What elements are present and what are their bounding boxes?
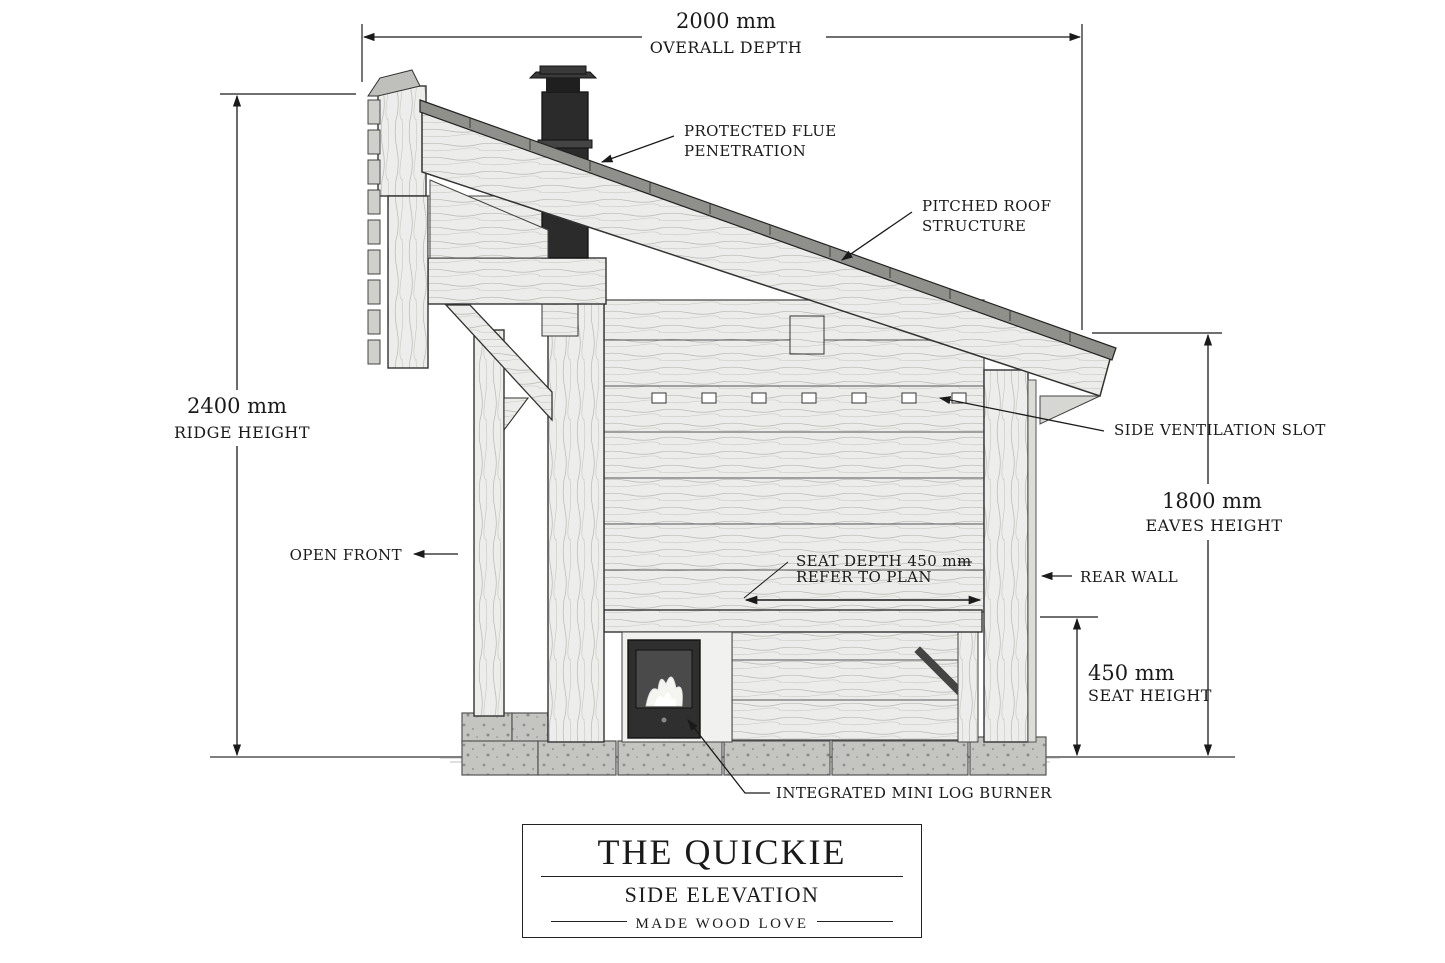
overall-depth-label: OVERALL DEPTH	[650, 38, 802, 57]
eaves-height-dimension: 1800 mm EAVES HEIGHT	[1092, 332, 1282, 757]
seat-height-value: 450 mm	[1088, 661, 1175, 685]
rear-wall-label: REAR WALL	[1080, 568, 1178, 586]
under-seat-panel	[731, 629, 979, 743]
eaves-height-value: 1800 mm	[1162, 489, 1262, 513]
roof-rafter	[419, 99, 1117, 425]
title-divider	[541, 876, 903, 877]
wall-plate-beam	[427, 257, 607, 305]
front-brace	[444, 304, 553, 432]
title-block: THE QUICKIE SIDE ELEVATION MADE WOOD LOV…	[522, 824, 922, 938]
stone-plinths	[461, 712, 1047, 776]
log-burner-label: INTEGRATED MINI LOG BURNER	[776, 784, 1052, 802]
open-front-label: OPEN FRONT	[290, 546, 402, 564]
roof-callout-line2: STRUCTURE	[922, 217, 1026, 235]
roof-callout: PITCHED ROOF STRUCTURE	[841, 197, 1051, 261]
front-post	[473, 329, 505, 717]
seat-depth-callout: SEAT DEPTH 450 mm REFER TO PLAN	[743, 552, 982, 605]
rear-post	[983, 369, 1037, 743]
ridge-height-dimension: 2400 mm RIDGE HEIGHT	[174, 93, 356, 757]
tagline-rule-right	[817, 921, 893, 922]
roof-callout-line1: PITCHED ROOF	[922, 197, 1051, 215]
seat-board	[603, 609, 983, 633]
flue-callout: PROTECTED FLUE PENETRATION	[600, 122, 837, 163]
log-burner	[621, 631, 733, 743]
drawing-title: THE QUICKIE	[597, 832, 847, 872]
seat-depth-line2: REFER TO PLAN	[796, 568, 932, 586]
tagline-row: MADE WOOD LOVE	[523, 913, 921, 933]
ridge-height-value: 2400 mm	[187, 394, 287, 418]
ventilation-slots	[651, 392, 967, 404]
tagline-rule-left	[551, 921, 627, 922]
ventilation-callout-label: SIDE VENTILATION SLOT	[1114, 421, 1326, 439]
seat-depth-line1: SEAT DEPTH 450 mm	[796, 552, 972, 570]
open-front-callout: OPEN FRONT	[290, 546, 458, 564]
log-burner-callout: INTEGRATED MINI LOG BURNER	[687, 719, 1052, 802]
overall-depth-dimension: 2000 mm OVERALL DEPTH	[361, 9, 1083, 330]
flue-callout-line2: PENETRATION	[684, 142, 806, 160]
ventilation-callout: SIDE VENTILATION SLOT	[938, 396, 1326, 439]
seat-height-dimension: 450 mm SEAT HEIGHT	[1040, 616, 1212, 757]
flue-callout-line1: PROTECTED FLUE	[684, 122, 837, 140]
rear-wall-callout: REAR WALL	[1040, 568, 1178, 586]
ridge-height-label: RIDGE HEIGHT	[174, 423, 310, 442]
drawing-tagline: MADE WOOD LOVE	[635, 916, 809, 932]
mid-post	[541, 301, 605, 743]
eaves-height-label: EAVES HEIGHT	[1145, 516, 1282, 535]
seat-height-label: SEAT HEIGHT	[1088, 686, 1212, 705]
overall-depth-value: 2000 mm	[676, 9, 776, 33]
drawing-subtitle: SIDE ELEVATION	[624, 882, 820, 907]
